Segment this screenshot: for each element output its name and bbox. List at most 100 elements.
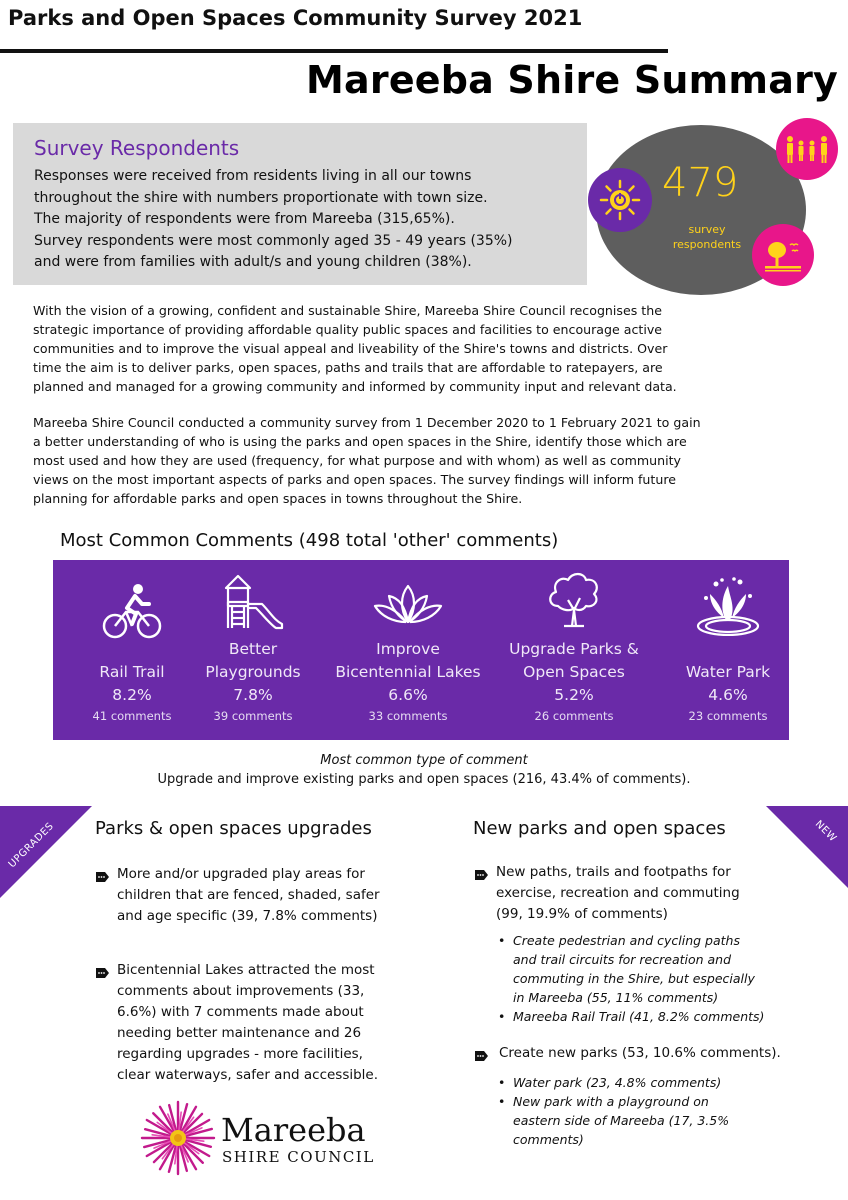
- list-item-line: needing better maintenance and 26: [117, 1025, 362, 1041]
- list-item-line: and age specific (39, 7.8% comments): [117, 908, 378, 924]
- list-item-line: exercise, recreation and commuting: [496, 885, 740, 901]
- lotus-icon: [373, 584, 443, 630]
- paragraph-line: planning for affordable parks and open s…: [33, 491, 523, 506]
- family-icon: [776, 118, 838, 180]
- paragraph-line: communities and to improve the visual ap…: [33, 341, 668, 356]
- sub-list-line: Mareeba Rail Trail (41, 8.2% comments): [513, 1009, 765, 1024]
- list-item-text: New paths, trails and footpaths for exer…: [496, 862, 740, 925]
- list-item-line: 6.6%) with 7 comments made about: [117, 1004, 364, 1020]
- comment-category-count: 41 comments: [92, 709, 172, 723]
- sub-list-item: Create pedestrian and cycling paths and …: [498, 931, 764, 1007]
- list-item-line: Create new parks (53, 10.6% comments).: [499, 1045, 781, 1061]
- sub-list: Create pedestrian and cycling paths and …: [498, 931, 764, 1026]
- list-item-text: Bicentennial Lakes attracted the most co…: [117, 960, 378, 1086]
- arrow-tag-icon: [95, 964, 110, 983]
- new-ribbon: [766, 806, 848, 888]
- comment-category-percent: 4.6%: [708, 686, 748, 704]
- comment-category-count: 23 comments: [688, 709, 768, 723]
- respondents-text-line: The majority of respondents were from Ma…: [34, 211, 455, 227]
- sun-icon: [588, 168, 652, 232]
- comment-category-label: Upgrade Parks &: [509, 640, 639, 658]
- sub-list-line: commuting in the Shire, but especially: [513, 971, 755, 986]
- respondents-heading: Survey Respondents: [34, 136, 240, 160]
- respondents-text-line: Responses were received from residents l…: [34, 168, 472, 184]
- comment-category-count: 39 comments: [213, 709, 293, 723]
- upgrades-heading: Parks & open spaces upgrades: [95, 818, 372, 839]
- list-item: More and/or upgraded play areas for chil…: [95, 864, 380, 927]
- comment-category-label: Rail Trail: [99, 663, 165, 681]
- arrow-tag-icon: [474, 866, 489, 885]
- comment-category-label: Open Spaces: [523, 663, 625, 681]
- sub-list-line: New park with a playground on: [513, 1094, 709, 1109]
- comment-category-bicentennial-lakes: Improve Bicentennial Lakes 6.6% 33 comme…: [331, 560, 485, 740]
- list-item: Create new parks (53, 10.6% comments).: [474, 1043, 781, 1066]
- playground-icon: [222, 574, 284, 634]
- survey-title: Parks and Open Spaces Community Survey 2…: [8, 6, 583, 30]
- comments-band: Rail Trail 8.2% 41 comments Better Playg…: [53, 560, 789, 740]
- comment-category-percent: 5.2%: [554, 686, 594, 704]
- comment-category-label: Water Park: [685, 663, 771, 681]
- list-item-text: More and/or upgraded play areas for chil…: [117, 864, 380, 927]
- sub-list-item: Mareeba Rail Trail (41, 8.2% comments): [498, 1007, 764, 1026]
- paragraph-line: With the vision of a growing, confident …: [33, 303, 662, 318]
- arrow-tag-icon: [474, 1047, 489, 1066]
- respondents-panel: Survey Respondents Responses were receiv…: [13, 123, 587, 285]
- arrow-tag-icon: [95, 868, 110, 887]
- sub-list-line: and trail circuits for recreation and: [513, 952, 732, 967]
- sub-list-line: comments): [513, 1132, 584, 1147]
- list-item-line: Bicentennial Lakes attracted the most: [117, 962, 375, 978]
- comment-category-water-park: Water Park 4.6% 23 comments: [667, 560, 789, 740]
- list-item-line: regarding upgrades - more facilities,: [117, 1046, 363, 1062]
- upgrades-ribbon: [0, 806, 92, 898]
- sub-list-line: eastern side of Mareeba (17, 3.5%: [513, 1113, 730, 1128]
- logo-subtitle: SHIRE COUNCIL: [222, 1148, 375, 1166]
- list-item: Bicentennial Lakes attracted the most co…: [95, 960, 378, 1086]
- comment-category-rail-trail: Rail Trail 8.2% 41 comments: [53, 560, 211, 740]
- paragraph-line: planned and managed for a growing commun…: [33, 379, 677, 394]
- paragraph-line: most used and how they are used (frequen…: [33, 453, 681, 468]
- comment-category-percent: 6.6%: [388, 686, 428, 704]
- comments-heading: Most Common Comments (498 total 'other' …: [60, 530, 559, 551]
- list-item-text: Create new parks (53, 10.6% comments).: [499, 1043, 781, 1064]
- comment-category-upgrade-parks: Upgrade Parks & Open Spaces 5.2% 26 comm…: [499, 560, 649, 740]
- respondent-count-label-line: respondents: [672, 238, 742, 251]
- list-item-line: comments about improvements (33,: [117, 983, 365, 999]
- water-splash-icon: [696, 576, 760, 640]
- logo-name: Mareeba: [221, 1111, 366, 1149]
- sub-list-line: Create pedestrian and cycling paths: [513, 933, 740, 948]
- comment-category-percent: 8.2%: [112, 686, 152, 704]
- list-item-line: children that are fenced, shaded, safer: [117, 887, 380, 903]
- respondent-count: 479: [662, 160, 739, 206]
- cyclist-icon: [102, 582, 162, 644]
- paragraph-line: views on the most important aspects of p…: [33, 472, 676, 487]
- respondent-count-label: survey respondents: [648, 222, 766, 252]
- list-item-line: More and/or upgraded play areas for: [117, 866, 365, 882]
- list-item-line: clear waterways, safer and accessible.: [117, 1067, 379, 1083]
- comment-category-count: 26 comments: [534, 709, 614, 723]
- paragraph-line: Mareeba Shire Council conducted a commun…: [33, 415, 701, 430]
- sub-list-item: Water park (23, 4.8% comments): [498, 1073, 729, 1092]
- comment-category-label: Playgrounds: [205, 663, 301, 681]
- new-spaces-heading: New parks and open spaces: [473, 818, 726, 839]
- list-item-line: (99, 19.9% of comments): [496, 906, 668, 922]
- common-type-value: Upgrade and improve existing parks and o…: [157, 772, 691, 787]
- sub-list-line: in Mareeba (55, 11% comments): [513, 990, 719, 1005]
- respondent-count-label-line: survey: [688, 223, 726, 236]
- comment-category-percent: 7.8%: [233, 686, 273, 704]
- common-type-label: Most common type of comment: [320, 753, 528, 768]
- flower-logo-icon: [140, 1100, 216, 1180]
- comment-category-label: Improve: [376, 640, 440, 658]
- respondents-text-line: and were from families with adult/s and …: [34, 254, 472, 270]
- intro-paragraph-survey: Mareeba Shire Council conducted a commun…: [33, 413, 789, 508]
- list-item: New paths, trails and footpaths for exer…: [474, 862, 740, 925]
- sub-list: Water park (23, 4.8% comments) New park …: [498, 1073, 729, 1149]
- tree-icon: [546, 570, 602, 632]
- list-item-line: New paths, trails and footpaths for: [496, 864, 731, 880]
- comment-category-playgrounds: Better Playgrounds 7.8% 39 comments: [187, 560, 319, 740]
- park-icon: [752, 224, 814, 286]
- title-divider: [0, 49, 668, 53]
- intro-paragraph-vision: With the vision of a growing, confident …: [33, 301, 789, 396]
- paragraph-line: time the aim is to deliver parks, open s…: [33, 360, 663, 375]
- respondents-text-line: throughout the shire with numbers propor…: [34, 189, 488, 206]
- page-title: Mareeba Shire Summary: [306, 58, 838, 102]
